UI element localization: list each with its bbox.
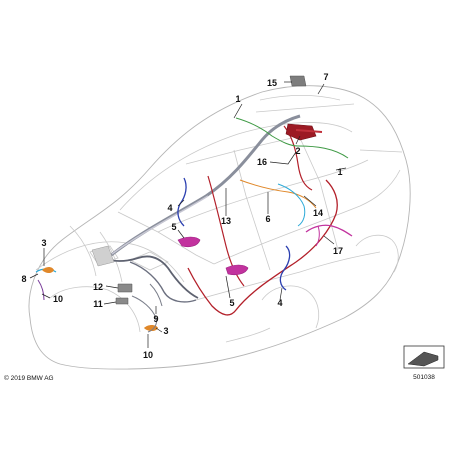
callout-11: 11: [93, 299, 103, 309]
callout-4-rear-door: 4: [277, 298, 282, 308]
callout-1-rear: 1: [337, 167, 342, 177]
callout-3-bottom: 3: [163, 326, 168, 336]
callout-9: 9: [153, 314, 158, 324]
callout-13: 13: [221, 216, 231, 226]
callout-5-rear: 5: [229, 298, 234, 308]
engine-block: [91, 245, 115, 267]
harness-green-roof: [235, 117, 349, 159]
callout-17: 17: [333, 246, 343, 256]
car-outline: [28, 85, 411, 370]
part-number: 501038: [413, 374, 435, 381]
harness-magenta-5a: [177, 236, 201, 248]
callout-1-roof: 1: [235, 94, 240, 104]
wiring-harnesses: [35, 75, 353, 333]
harness-red-floor: [187, 179, 338, 316]
harness-red-pillar: [207, 175, 245, 287]
harness-red-module-2: [285, 123, 317, 141]
harness-red-module-2b: [295, 129, 323, 133]
callout-2: 2: [295, 146, 300, 156]
reference-box: 501038: [403, 345, 445, 381]
callouts: 1 1 2 3 3 4 4 5 5 6 7 8 9 10 10 11 12 13…: [21, 72, 343, 360]
callout-6: 6: [265, 214, 270, 224]
harness-cyan-roof: [277, 183, 306, 227]
module-12: [117, 283, 133, 293]
harness-roof-gray: [109, 114, 301, 258]
callout-16: 16: [257, 157, 267, 167]
harness-orange-sensor-3a: [42, 267, 54, 273]
harness-main-gray: [103, 255, 199, 299]
harness-magenta-17: [305, 224, 353, 237]
callout-14: 14: [313, 208, 323, 218]
callout-8: 8: [21, 274, 26, 284]
reference-car-icon: [407, 351, 439, 367]
harness-gray-bottom: [131, 295, 157, 333]
harness-purple-front: [37, 279, 45, 301]
leader-lines: [29, 81, 347, 348]
harness-blue-door-rear: [279, 245, 291, 291]
callout-10-bottom: 10: [143, 350, 153, 360]
harness-roof-light: [111, 195, 209, 255]
callout-7: 7: [323, 72, 328, 82]
harness-gray-bottom-2: [149, 283, 163, 307]
callout-4-front-door: 4: [167, 203, 172, 213]
callout-12: 12: [93, 282, 103, 292]
harness-orange-roof: [239, 179, 317, 209]
harness-main-gray-2: [129, 261, 197, 303]
callout-10-front: 10: [53, 294, 63, 304]
module-15: [289, 75, 307, 87]
callout-15: 15: [267, 78, 277, 88]
harness-magenta-5b: [225, 264, 249, 276]
module-11: [115, 297, 129, 305]
copyright-text: © 2019 BMW AG: [4, 374, 54, 382]
callout-5-front: 5: [171, 222, 176, 232]
callout-3-front: 3: [41, 238, 46, 248]
harness-magenta-17b: [315, 225, 320, 247]
